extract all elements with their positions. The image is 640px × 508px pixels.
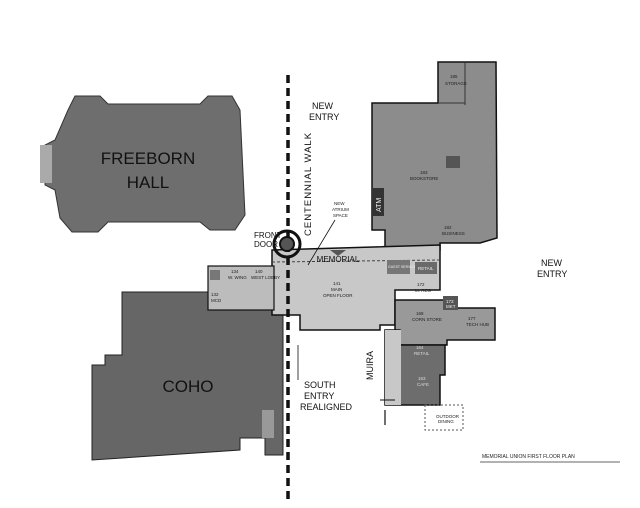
new-entry-right-2: ENTRY	[537, 269, 567, 279]
freeborn-hall-building	[44, 95, 246, 233]
new-atrium-3: SPACE	[333, 213, 348, 218]
south-entry-3: REALIGNED	[300, 402, 353, 412]
room-132-name: MCD	[211, 298, 222, 303]
south-entry-2: ENTRY	[304, 391, 334, 401]
room-141-name: MAIN	[331, 287, 342, 292]
guest-services: GUEST SERVICES	[388, 265, 419, 269]
room-183-name: BOOKSTORE	[410, 176, 438, 181]
memorial-label: MEMORIAL	[317, 255, 360, 264]
memorial-marker-icon	[330, 250, 346, 256]
room-164-num: 164	[416, 345, 424, 350]
room-163-name: CAFE	[417, 382, 429, 387]
atm-label: ATM	[376, 198, 383, 212]
room-140-name: WEST LOBBY	[251, 275, 280, 280]
coho-label: COHO	[163, 377, 214, 396]
room-173-num: 173	[446, 299, 454, 304]
room-182-name: BUSINESS	[442, 231, 465, 236]
bookstore-building	[371, 61, 498, 251]
room-185-num: 185	[450, 74, 458, 79]
room-177-num: 177	[468, 316, 476, 321]
room-140-num: 140	[255, 269, 263, 274]
room-185-name: STORAGE	[445, 81, 467, 86]
centennial-walk-label: CENTENNIAL WALK	[303, 132, 314, 236]
room-132-num: 132	[211, 292, 219, 297]
room-134-name: W. WING	[228, 275, 247, 280]
plan-title: MEMORIAL UNION FIRST FLOOR PLAN	[482, 454, 575, 460]
front-door-marker-icon	[272, 229, 302, 259]
freeborn-entry	[40, 145, 52, 183]
south-corridor	[385, 330, 401, 405]
room-164-name: RETAIL	[414, 351, 430, 356]
room-141-num: 141	[333, 281, 341, 286]
atrium-leader-line	[307, 219, 336, 266]
room-134-num: 134	[231, 269, 239, 274]
new-entry-top-2: ENTRY	[309, 112, 339, 122]
new-atrium-1: NEW	[334, 201, 345, 206]
coho-building	[91, 291, 284, 461]
room-177-name: TECH HUB	[466, 322, 489, 327]
coho-entry	[262, 410, 274, 438]
front-door-label-1: FRONT	[254, 231, 282, 240]
outdoor-dining-1: OUTDOOR	[436, 414, 460, 419]
room-173	[443, 296, 458, 310]
west-wing-small-room	[210, 270, 220, 280]
retail-small: RETAIL	[418, 266, 434, 271]
new-entry-right-1: NEW	[541, 258, 563, 268]
room-163-num: 163	[418, 376, 426, 381]
new-atrium-2: ATRIUM	[332, 207, 349, 212]
room-182-num: 182	[444, 225, 452, 230]
muira-label: MUIRA	[365, 351, 375, 380]
atrium-edge-line	[271, 259, 441, 263]
room-183-num: 183	[420, 170, 428, 175]
room-141-sub: OPEN FLOOR	[323, 293, 353, 298]
room-172-num: 172	[417, 282, 425, 287]
freeborn-label-2: HALL	[127, 173, 170, 192]
stair-icon	[446, 156, 460, 168]
room-173-name: MKT	[446, 304, 456, 309]
room-172-name: M. REG	[415, 288, 432, 293]
front-door-label-2: DOOR	[254, 240, 278, 249]
outdoor-dining-area	[424, 404, 464, 431]
outdoor-dining-2: DINING	[438, 419, 454, 424]
new-entry-top-1: NEW	[312, 101, 334, 111]
freeborn-label-1: FREEBORN	[101, 149, 195, 168]
retail-small-room	[415, 262, 437, 274]
south-entry-1: SOUTH	[304, 380, 336, 390]
guest-services-room	[387, 260, 410, 274]
room-168-num: 168	[416, 311, 424, 316]
room-168-name: CORN STORE	[412, 317, 442, 322]
atm-box	[372, 188, 384, 216]
